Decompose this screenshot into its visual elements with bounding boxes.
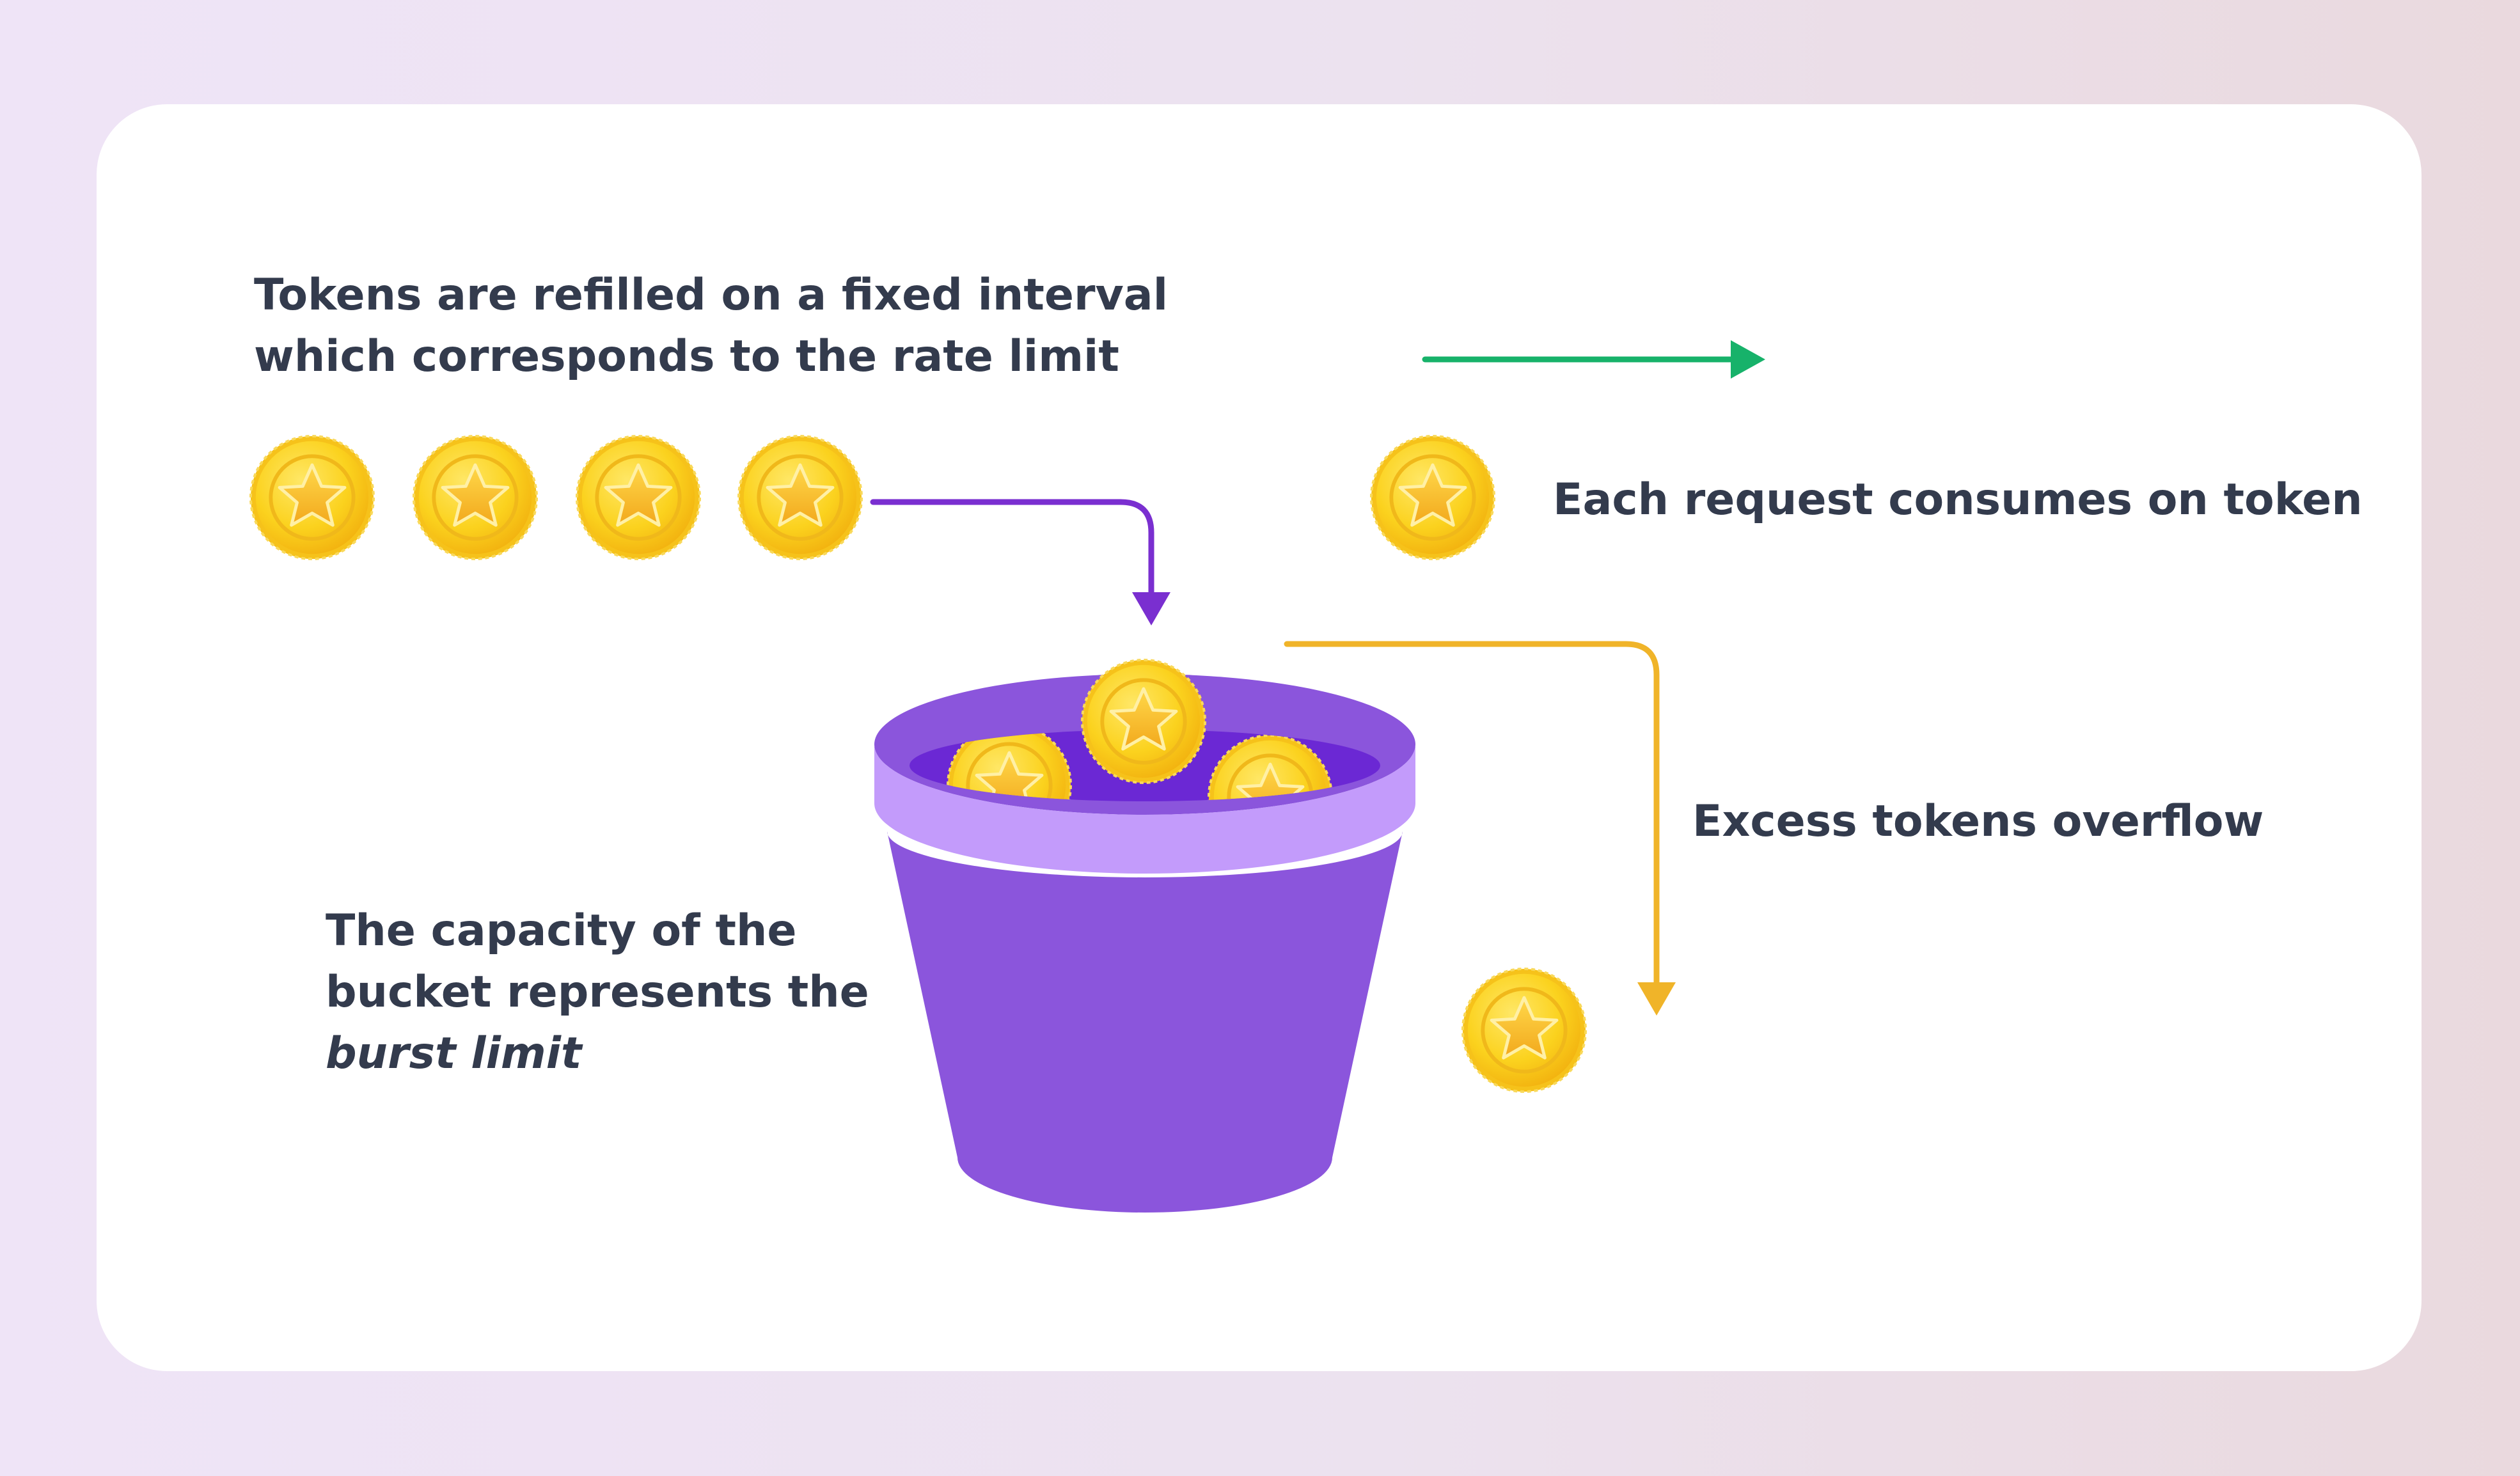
refill-token-icon — [577, 436, 700, 559]
bucket-token-icon — [1082, 660, 1205, 783]
capacity-label-line-1: The capacity of the — [326, 906, 797, 956]
overflow-token-icon — [1463, 969, 1586, 1092]
refill-token-icon — [251, 436, 374, 559]
refill-arrow — [870, 499, 1170, 625]
capacity-label-line-3: burst limit — [326, 1028, 582, 1079]
bucket-icon — [874, 660, 1415, 1213]
capacity-label-line-2: bucket represents the — [326, 967, 869, 1017]
refill-label-line-1: Tokens are refilled on a fixed interval — [254, 270, 1168, 320]
refill-label: Tokens are refilled on a fixed interval … — [254, 265, 1168, 388]
overflow-arrow — [1284, 641, 1676, 1016]
refill-token-icon — [739, 436, 862, 559]
overflow-label: Excess tokens overflow — [1692, 791, 2264, 852]
consumed-token-icon — [1371, 436, 1494, 559]
overflow-label-text: Excess tokens overflow — [1692, 796, 2264, 847]
request-label: Each request consumes on token — [1553, 469, 2363, 531]
refill-label-line-2: which corresponds to the rate limit — [254, 331, 1119, 382]
request-arrow — [1422, 340, 1765, 379]
refill-token-icon — [414, 436, 537, 559]
request-label-text: Each request consumes on token — [1553, 475, 2363, 525]
capacity-label: The capacity of the bucket represents th… — [326, 900, 869, 1085]
